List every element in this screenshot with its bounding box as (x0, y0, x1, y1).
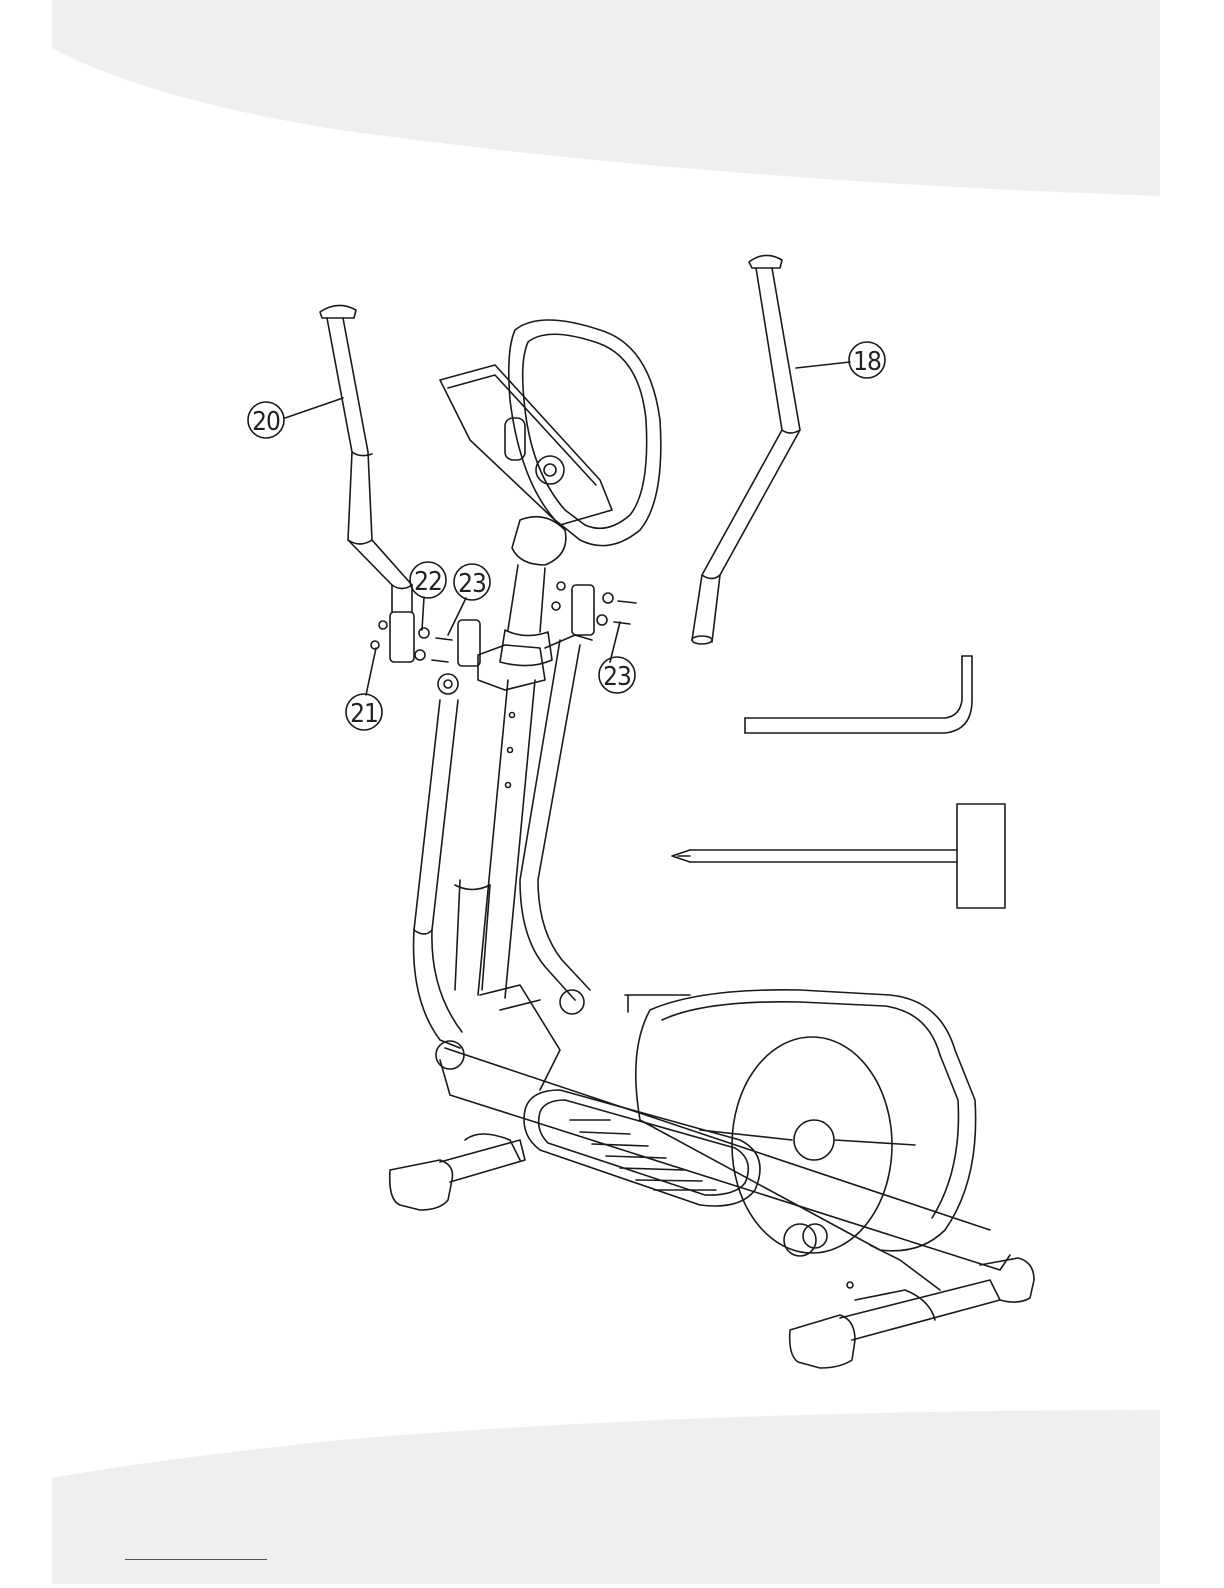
callout-22: 22 (414, 567, 442, 597)
rear-stabilizer (790, 1245, 1034, 1368)
hardware-bolts (371, 582, 636, 662)
frame (436, 985, 1010, 1270)
callout-leaders (285, 362, 850, 695)
flywheel-housing (625, 990, 976, 1253)
top-band (52, 0, 1160, 196)
front-stabilizer (390, 1134, 525, 1210)
left-pivot-bracket (438, 620, 545, 694)
callout-20: 20 (252, 407, 280, 437)
callout-18: 18 (853, 347, 881, 377)
pedal (524, 1090, 760, 1206)
right-handlebar (692, 255, 800, 644)
callout-21: 21 (350, 699, 378, 729)
allen-key-icon (745, 656, 972, 733)
footer-link-underline[interactable] (125, 1559, 267, 1560)
left-handlebar (320, 305, 414, 662)
main-mast (478, 565, 552, 998)
right-pivot-bracket (545, 585, 594, 648)
callout-23-right: 23 (603, 662, 631, 692)
callout-23-left: 23 (458, 569, 486, 599)
left-lower-arm (414, 700, 462, 1048)
screwdriver-icon (672, 804, 1005, 908)
bottom-band (52, 1410, 1160, 1584)
console (440, 320, 661, 565)
